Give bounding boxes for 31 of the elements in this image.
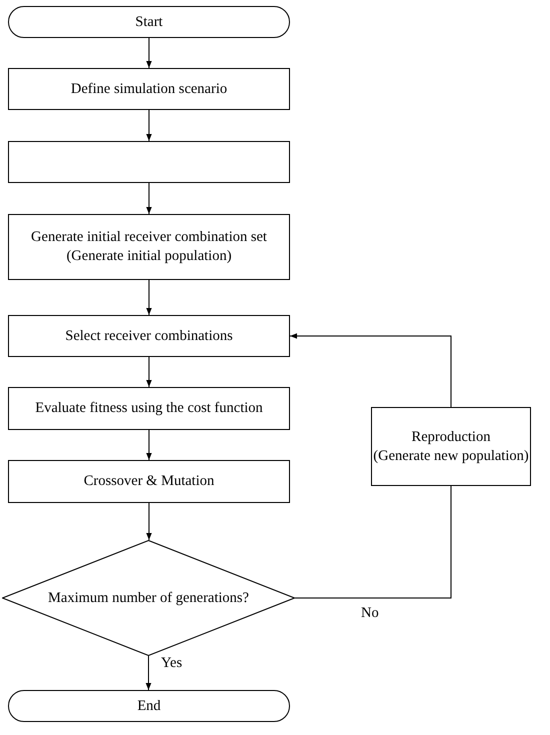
node-text: Evaluate fitness using the cost function bbox=[35, 399, 263, 418]
process-box bbox=[8, 214, 290, 280]
terminal-box bbox=[8, 690, 290, 722]
node-text: Reproduction bbox=[412, 428, 490, 446]
arrow bbox=[146, 38, 152, 68]
node-text: Define simulation scenario bbox=[70, 80, 228, 98]
node-text: End bbox=[137, 696, 161, 716]
arrow bbox=[146, 182, 152, 214]
arrow bbox=[146, 502, 152, 540]
process-box bbox=[8, 141, 290, 183]
arrow bbox=[146, 280, 152, 316]
node-text: Start bbox=[135, 12, 163, 32]
process-box bbox=[8, 315, 290, 357]
arrow bbox=[146, 656, 152, 690]
process-box bbox=[371, 407, 531, 486]
decision-diamond bbox=[2, 540, 295, 656]
connector-line bbox=[294, 486, 452, 598]
process-box bbox=[8, 387, 290, 430]
node-text: Crossover & Mutation bbox=[84, 472, 214, 491]
process-box bbox=[8, 68, 290, 110]
terminal-box bbox=[8, 6, 290, 38]
arrow bbox=[146, 356, 152, 388]
arrow bbox=[146, 430, 152, 460]
node-text: (Generate new population) bbox=[373, 446, 529, 466]
process-box bbox=[8, 460, 290, 503]
arrow bbox=[146, 110, 152, 142]
node-text: Maximum number of generations? bbox=[48, 588, 249, 608]
node-text: Select receiver combinations bbox=[65, 326, 233, 346]
arrow bbox=[290, 333, 452, 408]
node-text: Generate initial receiver combination set bbox=[31, 228, 267, 247]
node-text: (Generate initial population) bbox=[66, 247, 232, 266]
